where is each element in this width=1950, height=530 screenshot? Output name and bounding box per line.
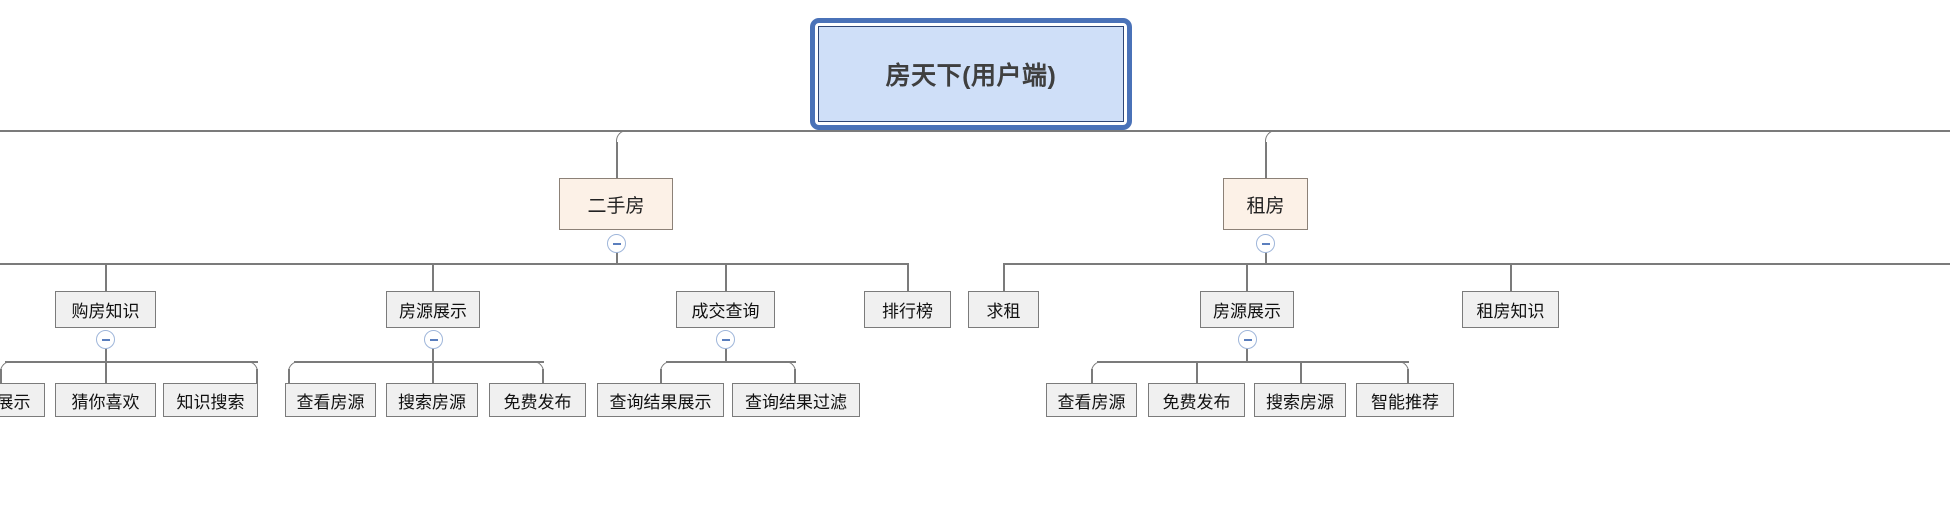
node-paihangbang[interactable]: 排行榜 <box>864 291 951 328</box>
connector-fyzs2-bus <box>1097 361 1409 363</box>
connector-elbow-ershoufang <box>616 130 630 144</box>
connector-stem-fangyuanzhanshi-zufang <box>1246 263 1248 291</box>
leaf-node-chakanfangyuan-zufang[interactable]: 查看房源 <box>1046 383 1137 417</box>
connector-fyzs1-down <box>432 348 434 362</box>
collapse-toggle-fangyuanzhanshi-ershou[interactable] <box>424 330 443 349</box>
category-node-ershoufang[interactable]: 二手房 <box>559 178 673 230</box>
collapse-minus-icon <box>101 338 110 341</box>
leaf-node-mianfeifabu-ershou[interactable]: 免费发布 <box>489 383 586 417</box>
connector-corner-goufang-left <box>0 361 12 373</box>
connector-stem-zhishisousuo <box>256 369 258 383</box>
leaf-node-zhishisousuo[interactable]: 知识搜索 <box>163 383 258 417</box>
connector-stem-chaxunjieguoguolv <box>794 369 796 383</box>
connector-ershoufang-down <box>616 252 618 264</box>
node-chengjiaochaxun[interactable]: 成交查询 <box>676 291 775 328</box>
connector-stem-chengjiaochaxun <box>725 263 727 291</box>
leaf-node-mianfeifabu-zufang[interactable]: 免费发布 <box>1148 383 1245 417</box>
connector-stem-fangyuanzhanshi-ershou <box>432 263 434 291</box>
connector-main-bus <box>0 130 1950 132</box>
connector-cjcx-bus <box>666 361 796 363</box>
connector-fyzs2-down <box>1246 348 1248 362</box>
connector-elbow-zhanshi <box>0 326 14 362</box>
connector-goufangzhishi-down <box>105 348 107 362</box>
leaf-node-zhinengtuijian[interactable]: 智能推荐 <box>1356 383 1454 417</box>
connector-stem-qiuzu <box>1003 263 1005 291</box>
node-zufangzhishi[interactable]: 租房知识 <box>1462 291 1559 328</box>
leaf-node-cainixihuan[interactable]: 猜你喜欢 <box>55 383 156 417</box>
connector-fyzs1-bus <box>294 361 544 363</box>
connector-stem-paihangbang <box>907 263 909 291</box>
connector-stem-sousuofangyuan-2 <box>1300 361 1302 383</box>
leaf-node-sousuofangyuan-ershou[interactable]: 搜索房源 <box>386 383 478 417</box>
connector-corner-cjcx-left <box>660 361 672 373</box>
leaf-node-chaxunjieguoguolv[interactable]: 查询结果过滤 <box>732 383 860 417</box>
connector-stem-mianfeifabu-2 <box>1196 361 1198 383</box>
collapse-toggle-chengjiaochaxun[interactable] <box>716 330 735 349</box>
connector-zufang-bus <box>1003 263 1950 265</box>
collapse-toggle-ershoufang[interactable] <box>607 234 626 253</box>
collapse-minus-icon <box>1261 242 1270 245</box>
connector-zufang-down <box>1265 252 1267 264</box>
node-fangyuanzhanshi-ershou[interactable]: 房源展示 <box>386 291 480 328</box>
connector-stem-zhinengtuijian <box>1407 369 1409 383</box>
node-qiuzu[interactable]: 求租 <box>968 291 1039 328</box>
connector-stem-zhanshi <box>0 369 2 383</box>
leaf-node-zhanshi[interactable]: 展示 <box>0 383 45 417</box>
connector-ershoufang-bus <box>0 263 909 265</box>
collapse-toggle-zufang[interactable] <box>1256 234 1275 253</box>
collapse-minus-icon <box>721 338 730 341</box>
collapse-minus-icon <box>429 338 438 341</box>
connector-corner-fyzs2-left <box>1091 361 1103 373</box>
node-goufangzhishi[interactable]: 购房知识 <box>55 291 156 328</box>
connector-cjcx-down <box>725 348 727 362</box>
leaf-node-chakanfangyuan-ershou[interactable]: 查看房源 <box>285 383 376 417</box>
connector-stem-cainixihuan <box>105 361 107 383</box>
connector-corner-fyzs1-left <box>288 361 300 373</box>
category-node-zufang[interactable]: 租房 <box>1223 178 1308 230</box>
connector-stem-sousuofangyuan-1 <box>432 361 434 383</box>
collapse-minus-icon <box>612 242 621 245</box>
node-fangyuanzhanshi-zufang[interactable]: 房源展示 <box>1200 291 1294 328</box>
connector-stem-goufangzhishi <box>105 263 107 291</box>
collapse-minus-icon <box>1243 338 1252 341</box>
connector-stem-zufangzhishi <box>1510 263 1512 291</box>
connector-elbow-zufang <box>1265 130 1279 144</box>
connector-goufangzhishi-bus <box>5 361 258 363</box>
connector-stem-zufang <box>1265 142 1267 178</box>
collapse-toggle-fangyuanzhanshi-zufang[interactable] <box>1238 330 1257 349</box>
connector-stem-mianfeifabu-1 <box>542 369 544 383</box>
connector-stem-ershoufang <box>616 142 618 178</box>
connector-stem-chakanfangyuan-1 <box>288 369 290 383</box>
leaf-node-chaxunjieguozhanshi[interactable]: 查询结果展示 <box>597 383 724 417</box>
root-node-fangtianxia[interactable]: 房天下(用户端) <box>818 26 1124 122</box>
leaf-node-sousuofangyuan-zufang[interactable]: 搜索房源 <box>1254 383 1346 417</box>
connector-stem-chakanfangyuan-2 <box>1091 369 1093 383</box>
connector-stem-chaxunjieguozhanshi <box>660 369 662 383</box>
collapse-toggle-goufangzhishi[interactable] <box>96 330 115 349</box>
